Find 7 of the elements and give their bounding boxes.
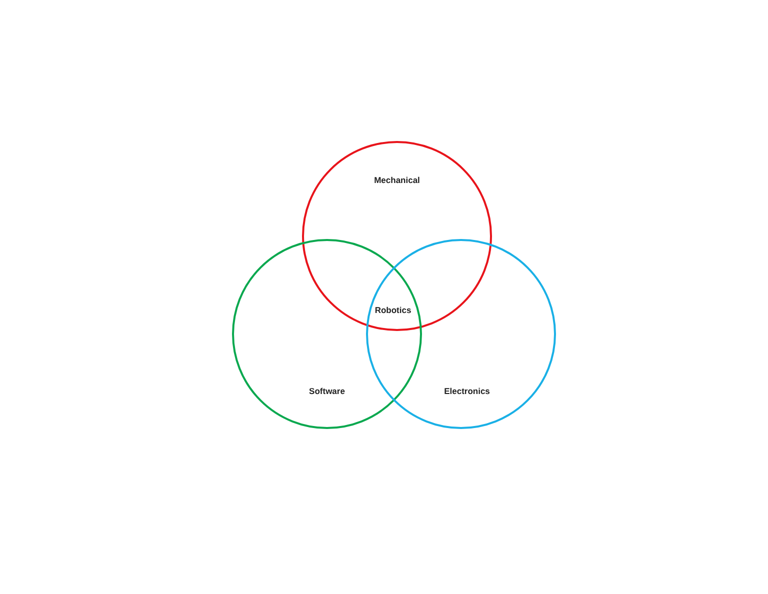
set-label: Mechanical [374,175,420,185]
venn-circle [232,239,422,429]
set-label: Electronics [444,386,490,396]
set-label: Software [309,386,345,396]
intersection-label: Robotics [374,305,412,315]
venn-circle [366,239,556,429]
venn-circle [302,141,492,331]
